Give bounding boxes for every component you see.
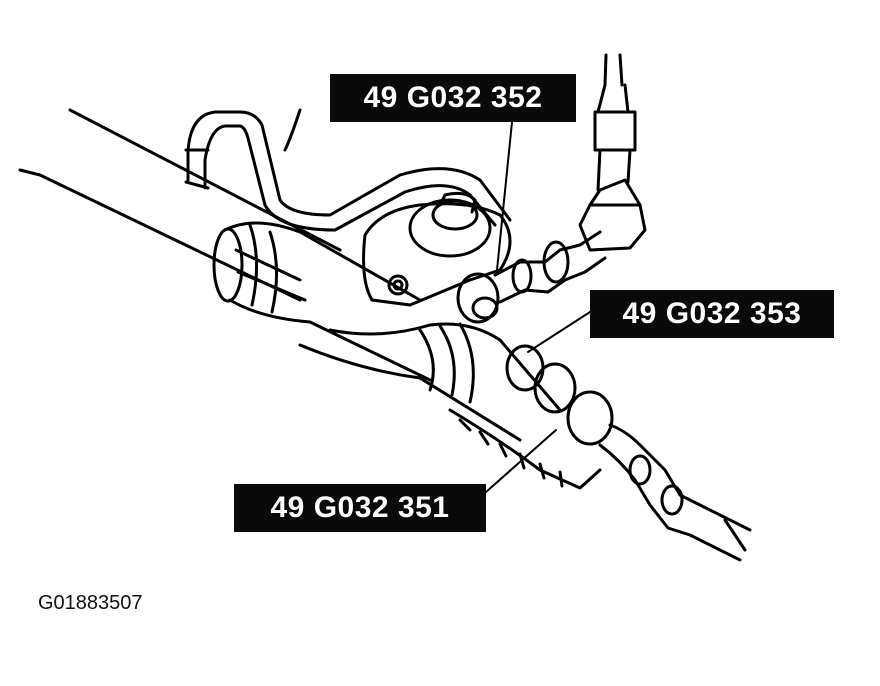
- tool-352-fitting: [456, 53, 647, 324]
- rack-boot: [298, 322, 602, 490]
- valve-housing: [362, 191, 512, 307]
- rack-housing: [18, 108, 432, 382]
- tool-label-353: 49 G032 353: [590, 290, 834, 338]
- tool-label-352: 49 G032 352: [330, 74, 576, 122]
- figure-code: G01883507: [38, 592, 143, 614]
- tool-353-351-fitting: [505, 344, 752, 562]
- leader-lines: [485, 121, 591, 493]
- fluid-pipe: [184, 108, 512, 232]
- tool-label-351: 49 G032 351: [234, 484, 486, 532]
